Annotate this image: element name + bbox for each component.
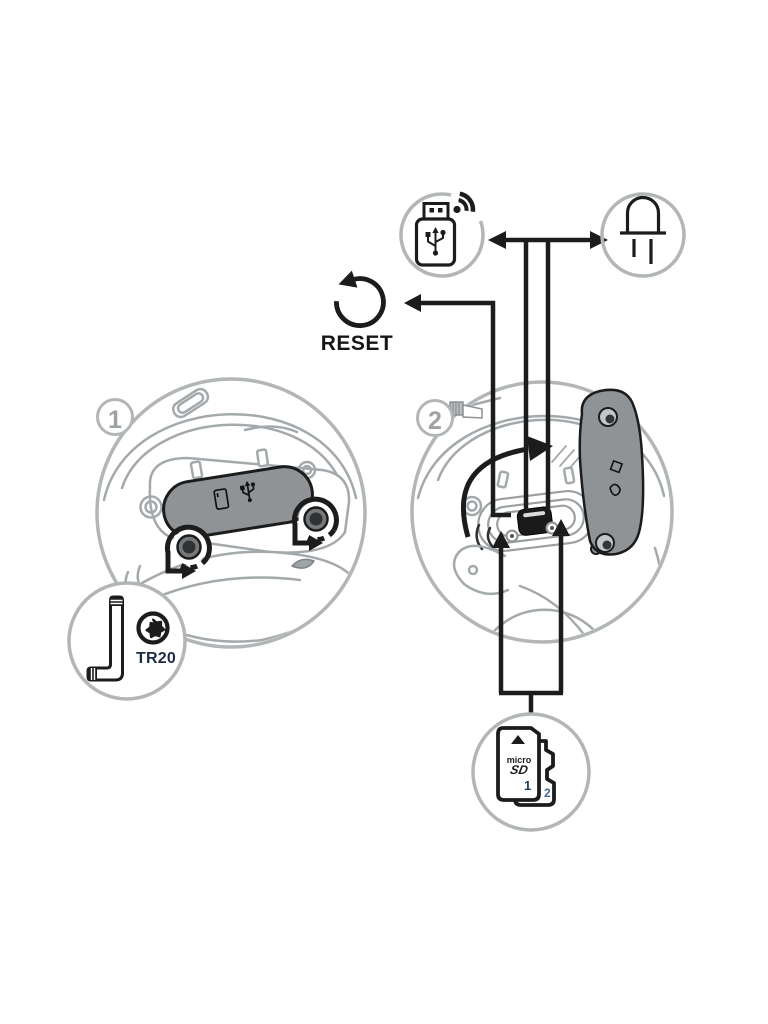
usb-wifi-dongle-icon: [399, 189, 485, 278]
connector-lines: [404, 231, 608, 715]
torx-key-icon: [86, 595, 124, 682]
step1-device-bottom-view: [95, 377, 367, 649]
sd-card-front: [496, 726, 541, 802]
panel-microsd-symbol: [213, 488, 230, 510]
reset-connector: [420, 300, 511, 518]
step2-device-open-view: [410, 380, 674, 644]
microsd-cards-icon: [471, 712, 591, 832]
microsd-logo-top: micro: [506, 755, 532, 765]
sd-card-arrow: [511, 735, 525, 744]
microsd-logo: micro SD: [500, 755, 538, 778]
torx-size-label: TR20: [136, 650, 176, 667]
reset-label: RESET: [320, 332, 394, 355]
unscrew-rotation-icon-right: [291, 496, 339, 551]
torx-bit-icon: [136, 611, 170, 645]
reset-arrow-icon: [334, 270, 386, 328]
access-panel: [162, 465, 314, 539]
removed-cover-bracket: [578, 388, 645, 556]
usb-port: [516, 506, 554, 536]
panel-open-arrow: [460, 436, 553, 538]
step2-badge: 2: [416, 399, 454, 437]
step1-badge: 1: [96, 398, 134, 436]
microsd-logo-bottom: SD: [508, 763, 530, 777]
panel-usb-symbol: [239, 480, 255, 503]
led-indicator-icon: [600, 192, 686, 278]
sd-card1-number: 1: [524, 778, 532, 793]
torx-key-callout: [67, 581, 187, 701]
sd-card2-number: 2: [544, 786, 551, 800]
unscrew-rotation-icon-left: [164, 524, 212, 579]
wifi-waves-icon: [453, 189, 478, 214]
